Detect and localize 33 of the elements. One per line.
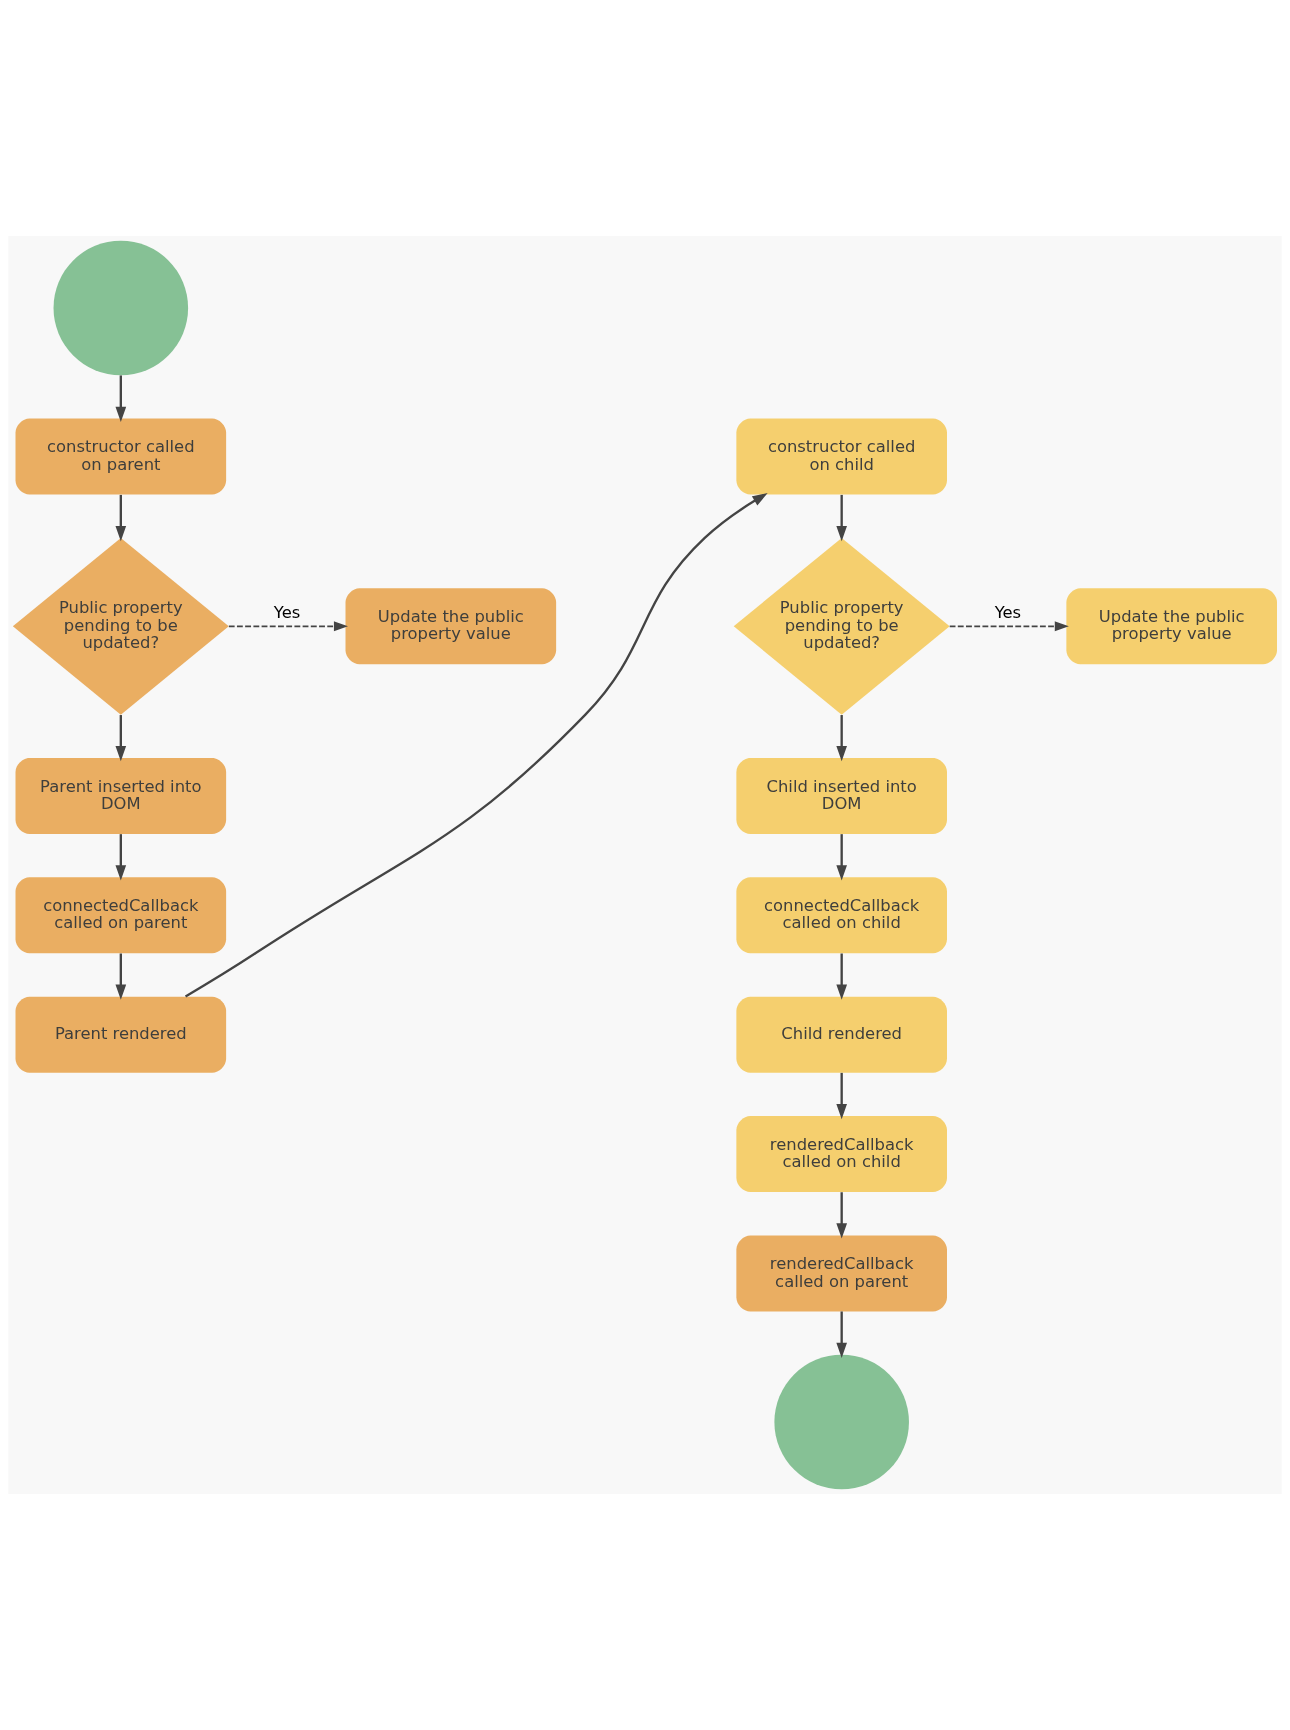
node-box: Parent rendered: [15, 996, 227, 1073]
arrow: [836, 715, 847, 762]
arrow: [115, 375, 127, 423]
arrow: [115, 834, 127, 881]
arrow: [115, 953, 127, 1000]
arrow: [115, 715, 127, 762]
node-diamond: Public property pending to be updated?: [733, 537, 950, 715]
arrow: [948, 621, 1069, 632]
arrow: [836, 1311, 847, 1358]
node-box: Child rendered: [736, 996, 947, 1073]
node-box: constructor called on child: [736, 418, 947, 495]
node-box: renderedCallback called on child: [736, 1116, 947, 1193]
arrow: [836, 1072, 847, 1120]
arrow: [228, 621, 348, 632]
arrow: [836, 494, 847, 542]
edge-label: Yes: [994, 603, 1022, 623]
node-box: connectedCallback called on child: [736, 877, 947, 954]
node-box: Update the public property value: [345, 588, 557, 665]
node-circle: [774, 1354, 909, 1490]
arrow: [836, 1192, 847, 1239]
arrow: [115, 494, 127, 542]
node-box: constructor called on parent: [15, 418, 227, 495]
edge-label: Yes: [273, 603, 301, 623]
node-circle: [53, 240, 189, 376]
arrow: [836, 834, 847, 881]
arrow: [836, 953, 847, 1000]
node-box: connectedCallback called on parent: [15, 877, 227, 954]
node-box: renderedCallback called on parent: [736, 1235, 947, 1312]
node-box: Child inserted into DOM: [736, 757, 947, 834]
arrow: [184, 493, 768, 998]
node-box: Update the public property value: [1066, 588, 1277, 665]
node-diamond: Public property pending to be updated?: [12, 537, 229, 715]
node-box: Parent inserted into DOM: [15, 757, 227, 834]
